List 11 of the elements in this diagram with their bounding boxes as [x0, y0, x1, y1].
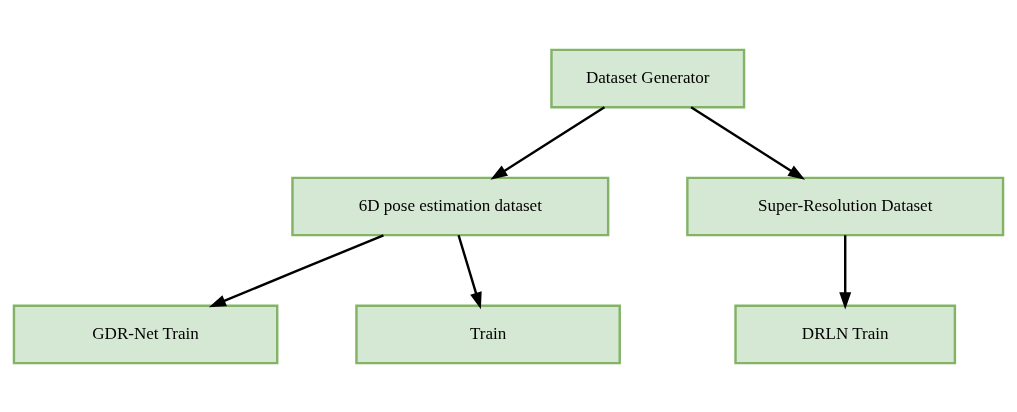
arrow — [457, 234, 482, 309]
arrow — [690, 105, 806, 180]
node-box: GDR-Net Train — [12, 304, 279, 364]
arrow — [208, 233, 384, 307]
node-box: DRLN Train — [734, 304, 957, 364]
arrow — [490, 105, 606, 180]
node-box: Train — [355, 304, 621, 364]
node-box: Dataset Generator — [550, 48, 746, 108]
node-box: 6D pose estimation dataset — [291, 176, 610, 236]
arrow — [839, 234, 852, 309]
node-box: Super-Resolution Dataset — [686, 176, 1005, 236]
